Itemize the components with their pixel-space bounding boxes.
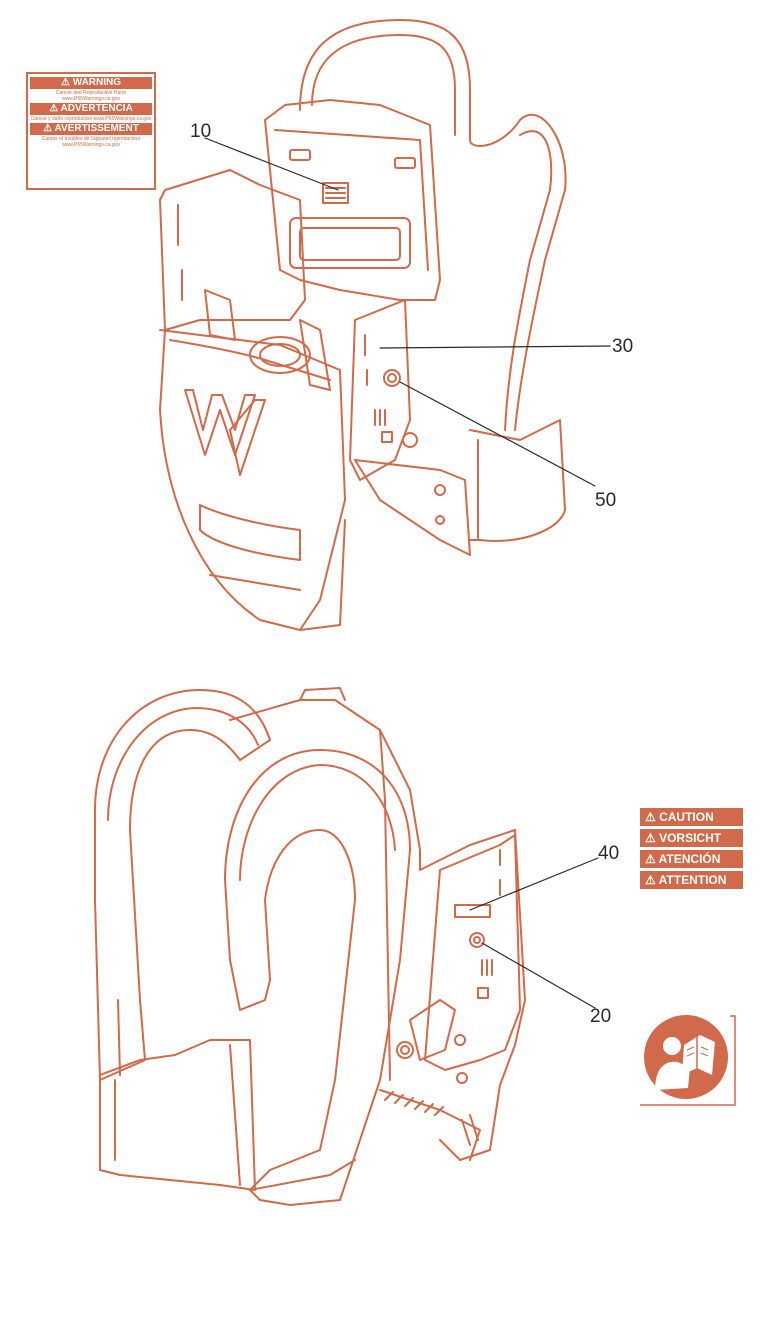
front-view-battery-body [159,329,346,631]
callout-10: 10 [190,121,212,142]
front-view-carrier [159,19,567,631]
callout-20: 20 [590,1006,612,1027]
leader-40 [469,857,599,911]
read-manual-icon [640,1015,736,1106]
warning-heading: ⚠ WARNING [30,77,152,89]
leader-lines [204,137,611,1009]
leader-20 [481,942,596,1009]
leader-50 [399,381,596,487]
rear-view-right-strap [224,749,411,1206]
leader-30 [379,345,611,349]
rear-view-side-plate [424,834,521,1071]
rear-view-left-strap [94,689,271,1081]
callout-50: 50 [595,490,617,511]
front-view-left-housing [159,169,306,331]
leader-10 [204,137,339,191]
front-view-shoulder-strap [299,19,567,431]
avertissement-text: Cancer et troubles de l'appareil reprodu… [41,136,141,148]
rear-view-carrier [94,687,526,1206]
caution-label: ⚠ CAUTION ⚠ VORSICHT ⚠ ATENCIÓN ⚠ ATTENT… [640,808,743,894]
front-view-back-plate [264,99,441,301]
rear-view-back-frame [229,699,526,1161]
advertencia-text: Cáncer y daño reproductivo www.P65Warnin… [30,116,152,122]
caution-row-fr: ⚠ ATTENTION [640,871,743,889]
caution-row-en: ⚠ CAUTION [640,808,743,826]
avertissement-heading: ⚠ AVERTISSEMENT [30,123,152,135]
callout-30: 30 [612,336,634,357]
prop65-warning-label: ⚠ WARNING Cancer and Reproductive Harm w… [26,72,156,190]
advertencia-heading: ⚠ ADVERTENCIA [30,103,152,115]
front-view-right-flange [349,299,411,481]
callout-40: 40 [598,843,620,864]
front-view-waist-belt [469,419,566,542]
warning-text: Cancer and Reproductive Harm www.P65Warn… [55,90,127,102]
caution-row-de: ⚠ VORSICHT [640,829,743,847]
caution-row-es: ⚠ ATENCIÓN [640,850,743,868]
